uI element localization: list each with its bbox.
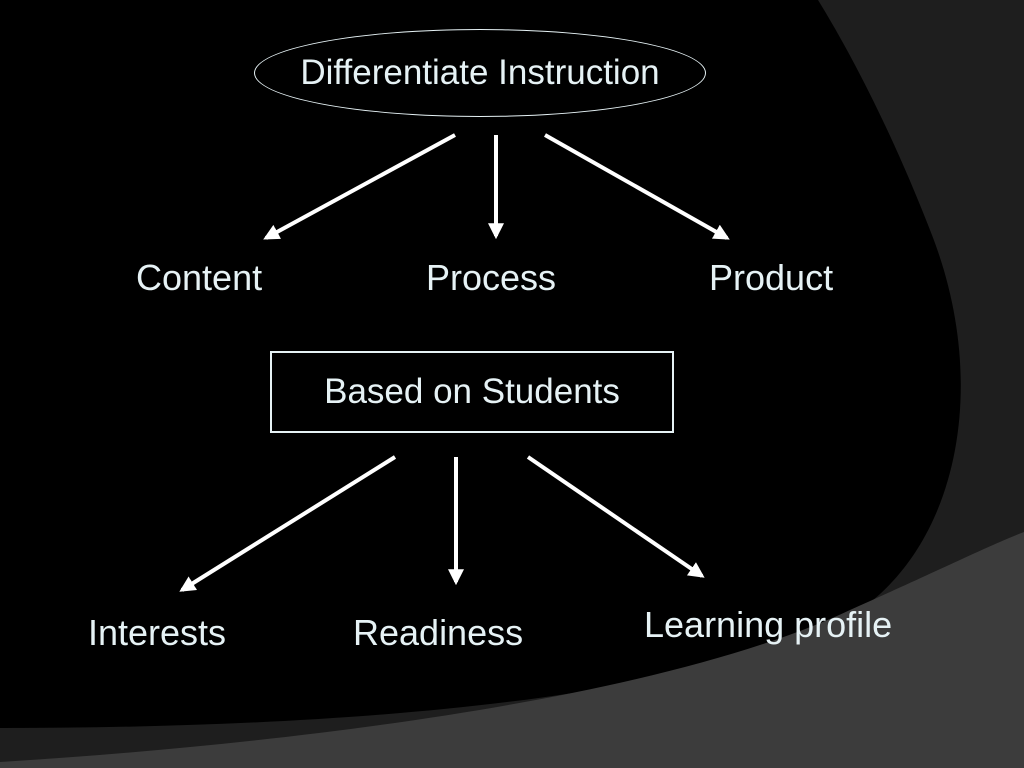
node-interests: Interests (88, 612, 227, 653)
middle-node-box: Based on Students (270, 351, 674, 433)
root-node-label: Differentiate Instruction (300, 53, 660, 92)
node-content: Content (136, 257, 263, 298)
arrow-middle-to-interests (179, 455, 397, 592)
arrow-root-to-content (263, 133, 456, 240)
node-learning-profile: Learning profile (644, 604, 893, 645)
arrow-root-to-product (544, 133, 730, 240)
root-node-ellipse (254, 29, 706, 117)
arrow-middle-to-learning-profile (526, 455, 705, 578)
node-process: Process (426, 257, 557, 298)
background-curve-light (0, 532, 1024, 768)
node-readiness: Readiness (353, 612, 524, 653)
node-product: Product (709, 257, 834, 298)
